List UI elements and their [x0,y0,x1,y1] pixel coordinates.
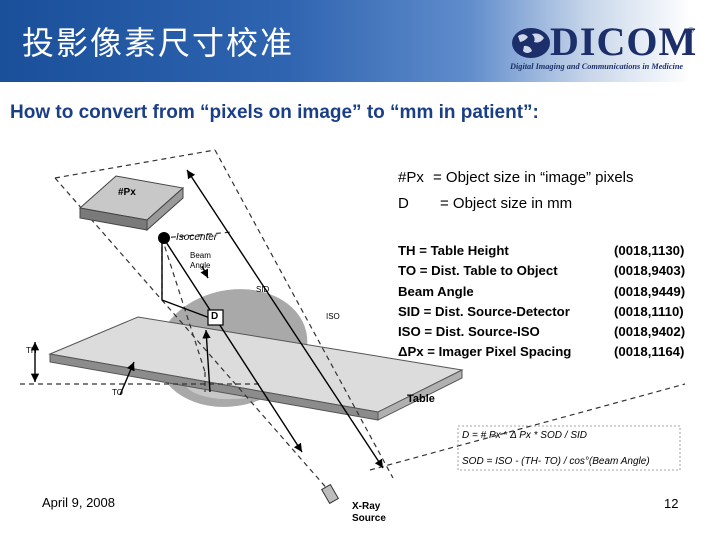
xray-source-label-line1: X-Ray [352,501,381,512]
formula-d: D = # Px * Δ Px * SOD / SID [462,430,587,441]
definition-desc-px: = Object size in “image” pixels [433,169,634,186]
definition-term-d: D [398,195,409,212]
spec-table-object: TO = Dist. Table to Object [398,263,558,278]
spec-iso-tag: (0018,9402) [614,324,686,339]
title-bar: 投影像素尺寸校准 DICOM ® Digital Imaging and Com… [0,0,720,82]
spec-pixel-spacing-tag: (0018,1164) [614,344,685,359]
object-marker [207,309,224,326]
trademark-mark: ® [688,26,694,35]
xray-source-label-line2: Source [352,513,386,524]
table-height-label: TH [26,346,37,355]
spec-pixel-spacing: ΔPx = Imager Pixel Spacing [398,344,572,359]
isocenter-label: Isocenter [176,232,218,243]
spec-beam-angle: Beam Angle [398,284,474,299]
detector-plate [78,175,185,232]
table-object-label: TO [112,388,123,397]
definition-term-px: #Px [398,169,424,186]
measurement-arrows [30,169,384,469]
spec-table-height-tag: (0018,1130) [614,243,685,258]
footer-date: April 9, 2008 [42,495,115,510]
definition-desc-d: = Object size in mm [440,195,573,212]
detector-label: #Px [118,187,136,198]
formula-box [457,425,681,471]
beam-angle-label-line2: Angle [190,261,211,270]
formula-sod: SOD = ISO - (TH- TO) / cos°(Beam Angle) [462,456,650,467]
spec-sid-tag: (0018,1110) [614,304,684,319]
spec-sid: SID = Dist. Source-Detector [398,304,570,319]
spec-table-height: TH = Table Height [398,243,509,258]
page-number: 12 [664,496,679,511]
table-label: Table [407,393,435,405]
spec-iso: ISO = Dist. Source-ISO [398,324,540,339]
slide-subtitle: How to convert from “pixels on image” to… [10,102,539,123]
logo-tagline: Digital Imaging and Communications in Me… [510,62,684,71]
logo-wordmark: DICOM [550,19,698,64]
object-label: D [211,311,219,322]
spec-beam-angle-tag: (0018,9449) [614,284,686,299]
iso-label: ISO [326,312,340,321]
dicom-logo: DICOM ® Digital Imaging and Communicatio… [506,19,702,74]
spec-table-object-tag: (0018,9403) [614,263,686,278]
beam-angle-label-line1: Beam [190,251,211,260]
sid-label: SID [256,285,270,294]
xray-source-icon [320,483,340,505]
slide-title: 投影像素尺寸校准 [22,24,295,62]
globe-icon [512,28,550,58]
isocenter-point [158,232,170,244]
